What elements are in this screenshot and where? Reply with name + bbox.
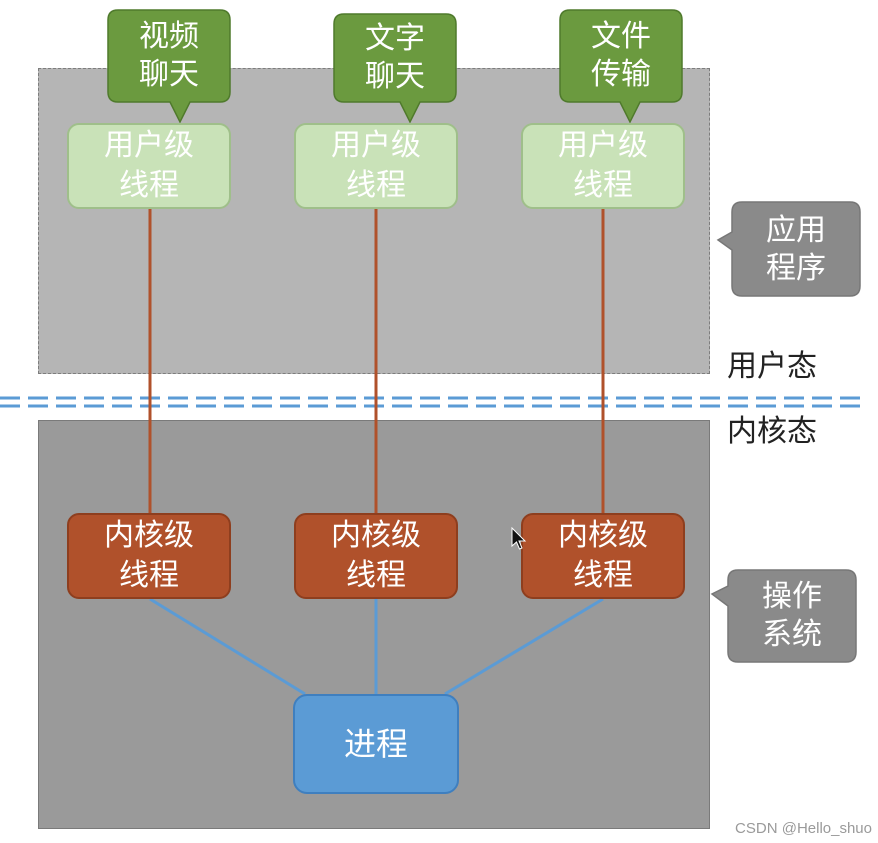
app-callout-shape-3 [559, 9, 683, 124]
user-thread-3: 用户级 线程 [521, 123, 685, 209]
kernel-thread-2: 内核级 线程 [294, 513, 458, 599]
os-callout-shape [710, 569, 857, 663]
watermark: CSDN @Hello_shuo [735, 820, 872, 837]
process-link-3 [444, 597, 604, 696]
kernel-thread-1: 内核级 线程 [67, 513, 231, 599]
app-callout-text-chat: 文字 聊天 [365, 21, 425, 94]
process-link-1 [149, 597, 306, 696]
user-mode-label: 用户态 [727, 349, 817, 384]
app-callout-video-chat: 视频 聊天 [139, 19, 199, 92]
mouse-cursor-icon [511, 527, 527, 550]
process-box: 进程 [293, 694, 459, 794]
app-callout-shape-1 [107, 9, 231, 124]
application-callout-shape [716, 201, 861, 297]
application-callout-label: 应用 程序 [766, 213, 826, 286]
os-callout-label: 操作 系统 [762, 579, 822, 652]
kernel-thread-3: 内核级 线程 [521, 513, 685, 599]
app-callout-shape-2 [333, 13, 457, 124]
user-thread-2: 用户级 线程 [294, 123, 458, 209]
user-thread-1: 用户级 线程 [67, 123, 231, 209]
kernel-mode-label: 内核态 [727, 414, 817, 449]
app-callout-file-transfer: 文件 传输 [591, 19, 651, 92]
